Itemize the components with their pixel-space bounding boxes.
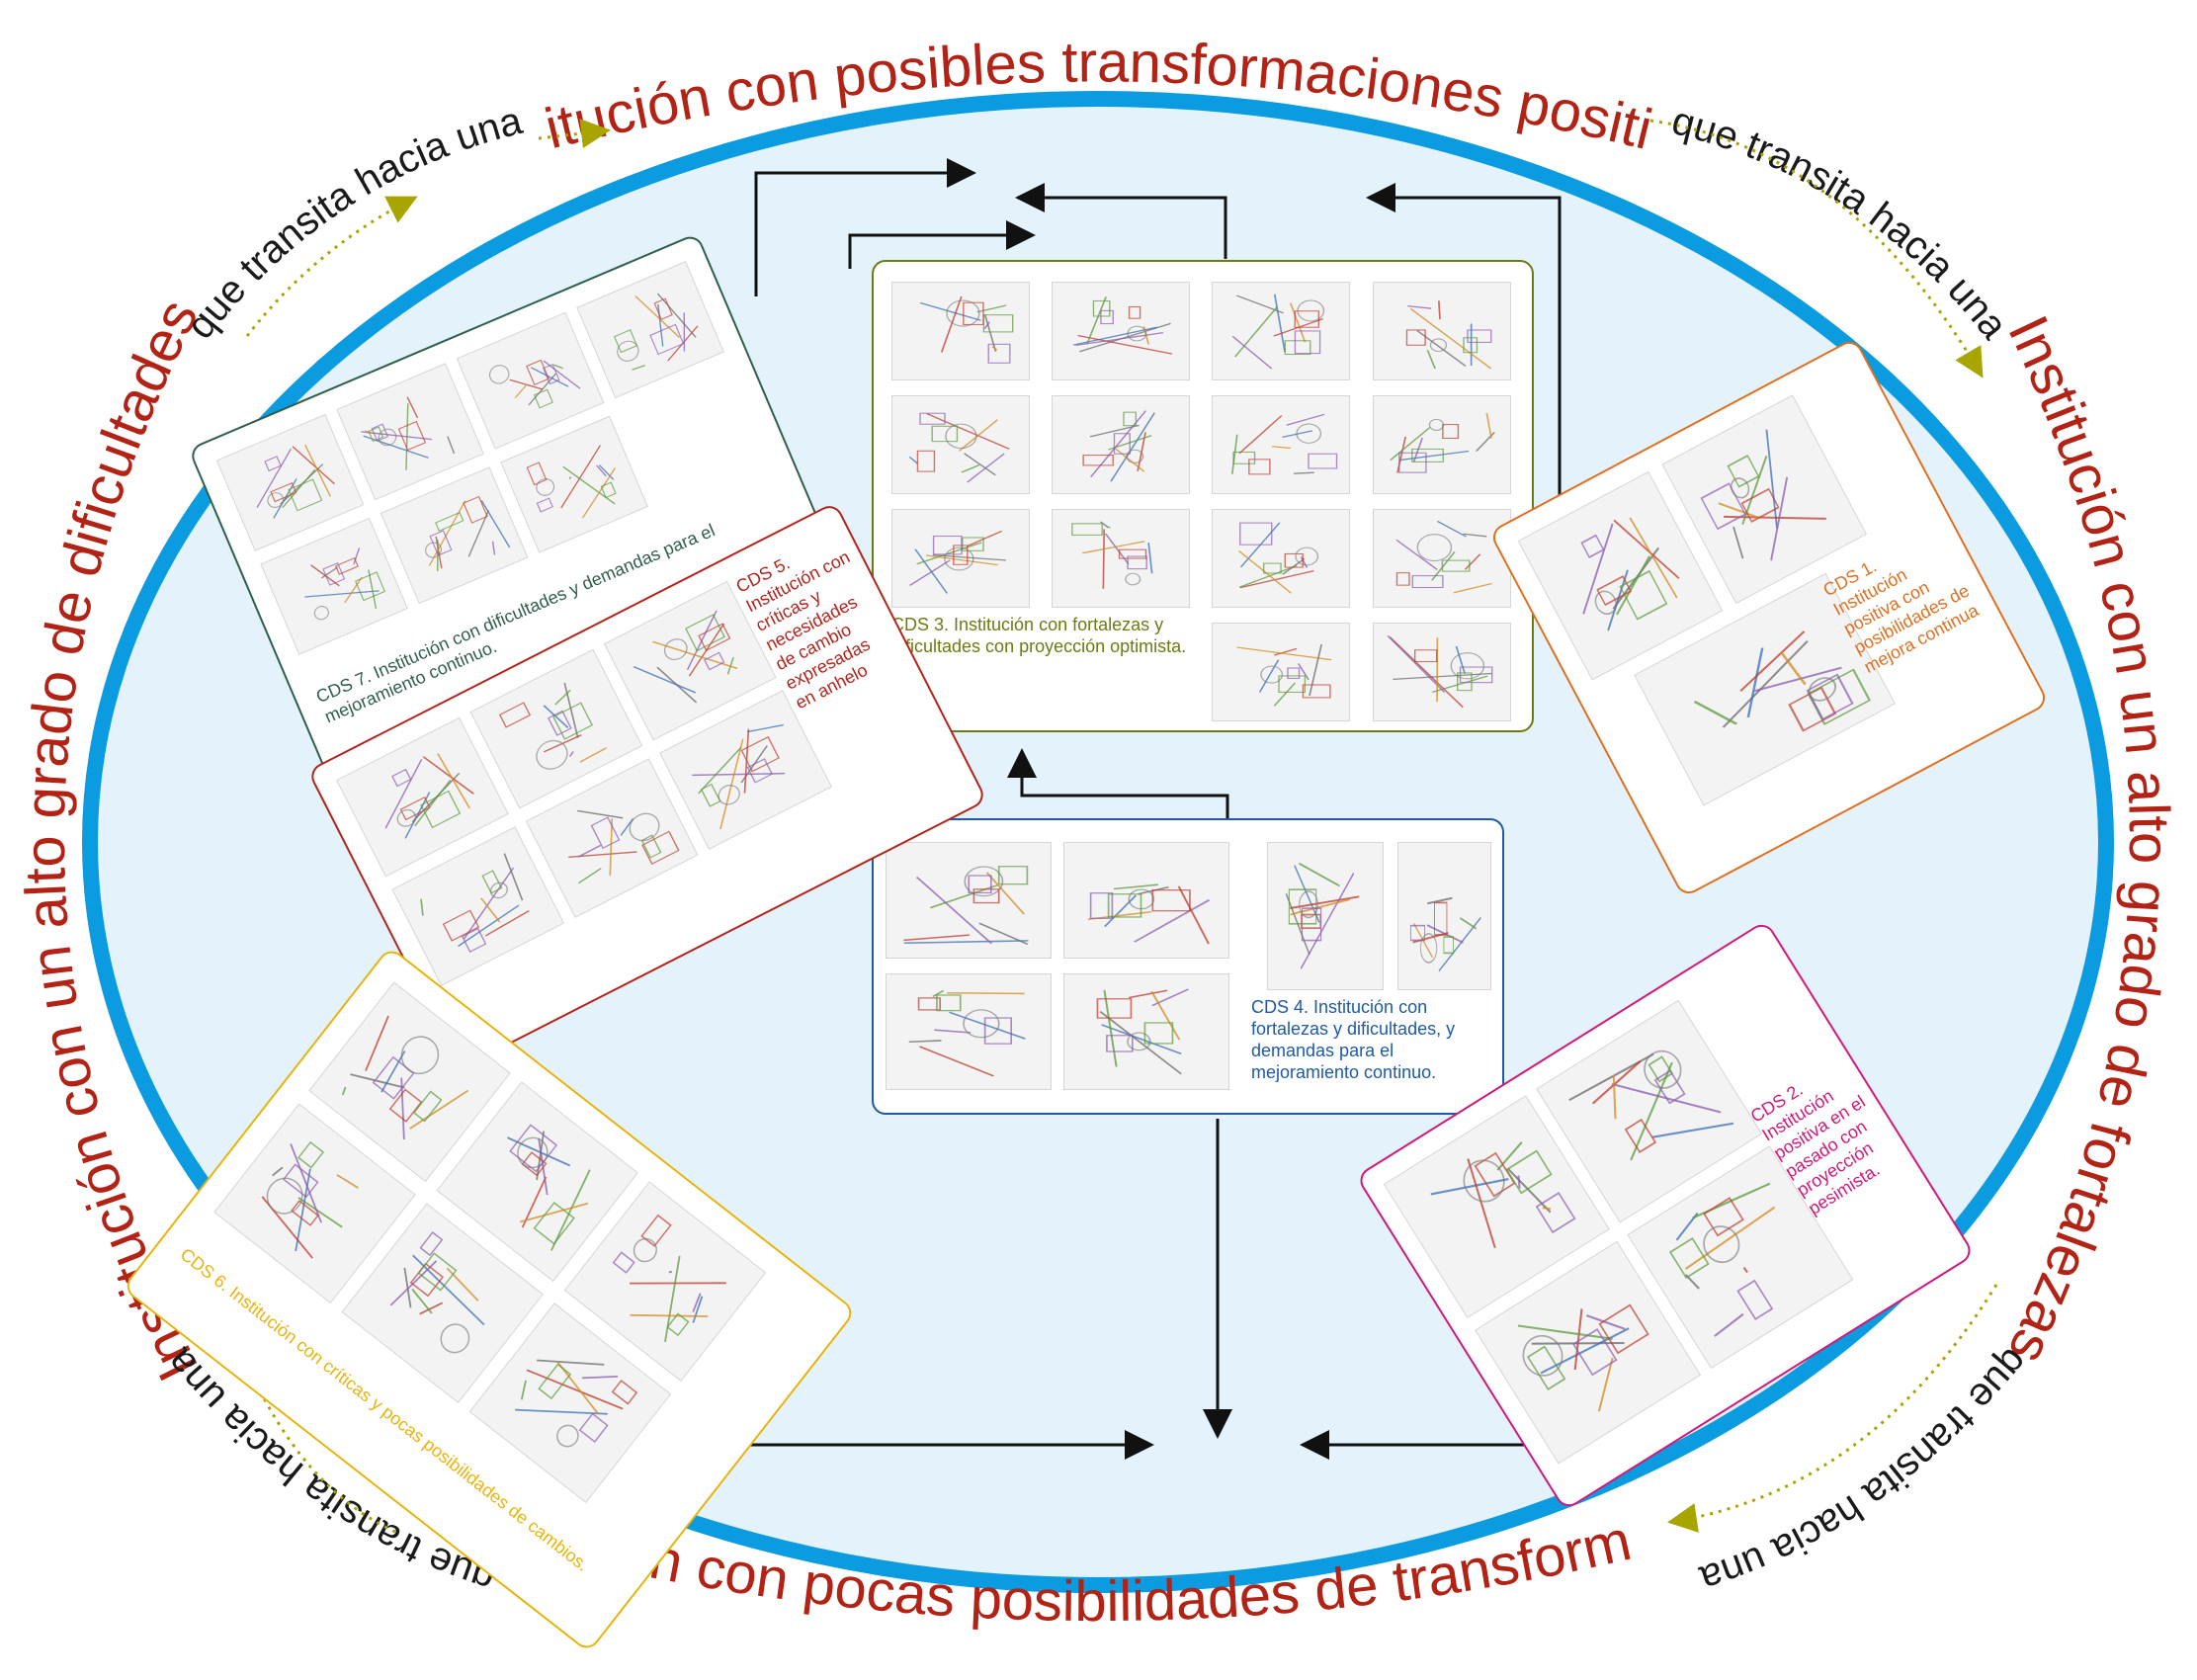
cds4-card: CDS 4. Institución con fortalezas y difi…	[872, 818, 1504, 1115]
cds3-drawing-thumbnail	[1373, 395, 1511, 494]
cds3-drawing-thumbnail	[1052, 282, 1190, 380]
cds3-drawing-thumbnail	[1052, 395, 1190, 494]
cds3-drawing-thumbnail	[1212, 509, 1350, 608]
cds3-drawing-thumbnail	[891, 282, 1030, 380]
cds3-drawing-thumbnail	[891, 395, 1030, 494]
cds3-drawing-thumbnail	[1052, 509, 1190, 608]
cds4-drawing-thumbnail	[1267, 842, 1384, 990]
cds4-caption: CDS 4. Institución con fortalezas y difi…	[1251, 996, 1498, 1083]
cds4-drawing-thumbnail	[1063, 842, 1229, 959]
cds7-drawing-thumbnail	[576, 261, 724, 398]
cds3-caption: CDS 3. Institución con fortalezas y difi…	[891, 614, 1203, 657]
cds4-drawing-thumbnail	[886, 842, 1052, 959]
cds3-drawing-thumbnail	[1212, 623, 1350, 721]
cds4-drawing-thumbnail	[1397, 842, 1491, 990]
cds3-card: CDS 3. Institución con fortalezas y difi…	[872, 260, 1534, 732]
cds3-drawing-thumbnail	[1373, 509, 1511, 608]
cds3-drawing-thumbnail	[1373, 623, 1511, 721]
cds4-drawing-thumbnail	[886, 973, 1052, 1090]
cds3-drawing-thumbnail	[1212, 282, 1350, 380]
cds3-drawing-thumbnail	[1212, 395, 1350, 494]
cds3-drawing-thumbnail	[891, 509, 1030, 608]
cds4-drawing-thumbnail	[1063, 973, 1229, 1090]
cds3-drawing-thumbnail	[1373, 282, 1511, 380]
